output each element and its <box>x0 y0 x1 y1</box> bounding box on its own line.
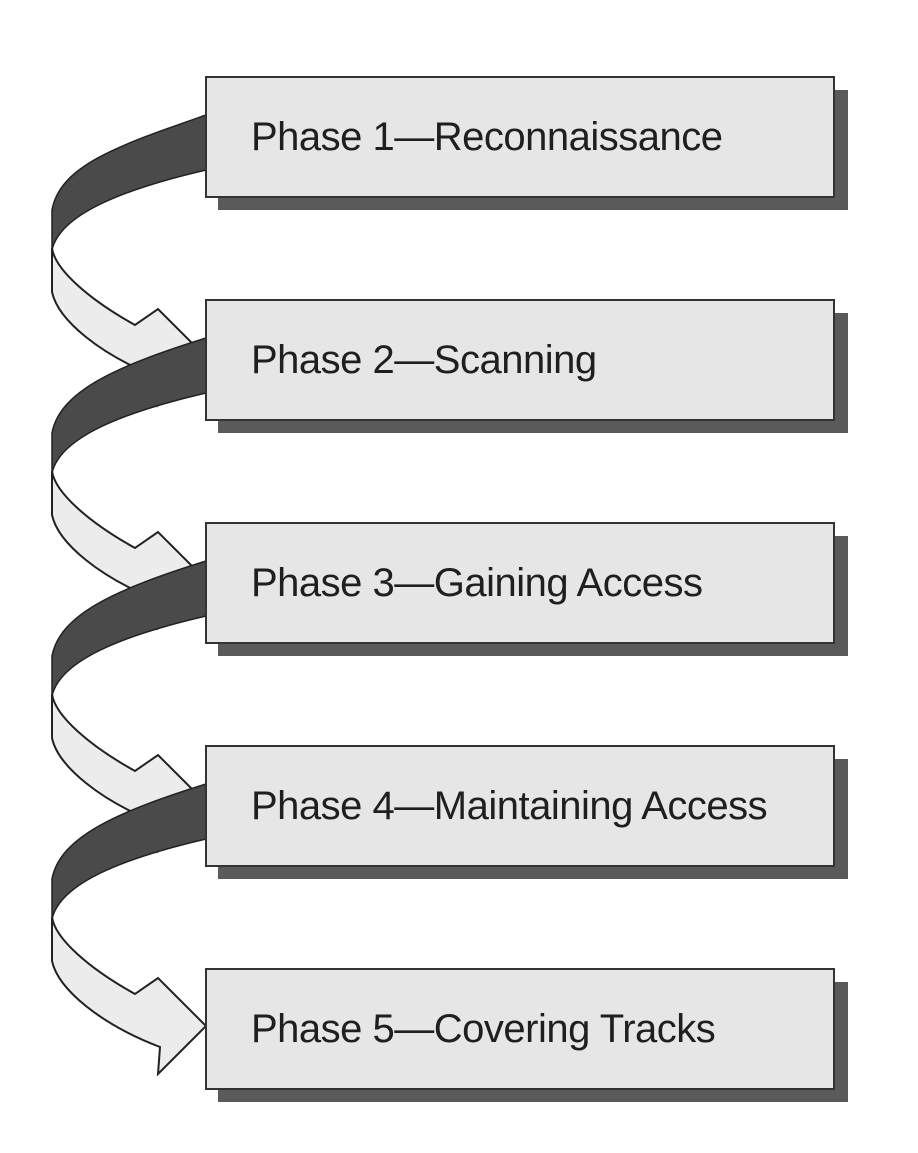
phase-box-3: Phase 3—Gaining Access <box>205 522 848 656</box>
phase-box-5: Phase 5—Covering Tracks <box>205 968 848 1102</box>
phase-box-2: Phase 2—Scanning <box>205 299 848 433</box>
phase-box-3-body <box>205 522 835 644</box>
arrow-4-dark-band <box>51 783 207 920</box>
arrow-3-dark-band <box>51 560 207 697</box>
arrow-2-dark-band <box>51 337 207 474</box>
phase-1-label: Phase 1—Reconnaissance <box>251 115 723 159</box>
phase-box-1: Phase 1—Reconnaissance <box>205 76 848 210</box>
phase-box-2-body <box>205 299 835 421</box>
phase-3-label: Phase 3—Gaining Access <box>251 561 702 605</box>
arrow-4-light-head <box>51 916 208 1077</box>
arrow-phase-4-to-5 <box>51 783 208 1077</box>
arrow-1-dark-band <box>51 114 207 251</box>
phase-2-label: Phase 2—Scanning <box>251 338 597 382</box>
phase-box-4-body <box>205 745 835 867</box>
phase-4-label: Phase 4—Maintaining Access <box>251 784 767 828</box>
phase-5-label: Phase 5—Covering Tracks <box>251 1007 715 1051</box>
phase-box-4: Phase 4—Maintaining Access <box>205 745 848 879</box>
phase-box-5-body <box>205 968 835 1090</box>
phase-box-1-body <box>205 76 835 198</box>
connector-arrows <box>51 114 208 1077</box>
